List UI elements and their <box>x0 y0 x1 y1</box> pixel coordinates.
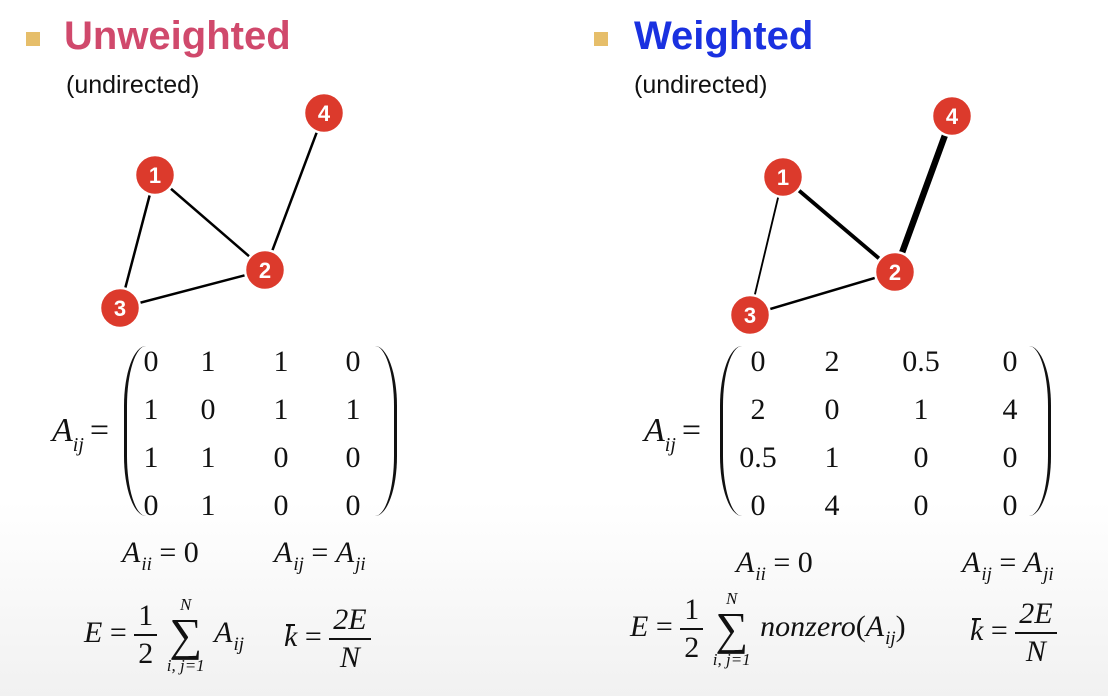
node-label: 3 <box>114 296 126 321</box>
matrix-left-bracket <box>124 346 149 516</box>
matrix-cell: 0 <box>913 489 929 522</box>
matrix-right-bracket <box>1026 346 1051 516</box>
matrix-cell: 1 <box>143 441 159 474</box>
matrix-cell: 1 <box>200 345 216 378</box>
node-3: 3 <box>728 293 772 337</box>
node-circle <box>761 155 805 199</box>
node-label: 2 <box>259 258 271 283</box>
node-circle <box>728 293 772 337</box>
matrix-cell: 0 <box>273 489 289 522</box>
matrix-cell: 1 <box>913 393 929 426</box>
node-circle <box>302 91 346 135</box>
matrix-cell: 0 <box>750 345 766 378</box>
matrix-cell: 1 <box>824 441 840 474</box>
node-label: 4 <box>946 104 959 129</box>
node-4: 4 <box>930 94 974 138</box>
adjacency-matrix: 0 1 1 0 1 0 1 1 1 1 0 0 0 1 0 0 <box>132 338 390 530</box>
edge-1-3 <box>118 174 157 309</box>
node-4: 4 <box>302 91 346 135</box>
matrix-cell: 2 <box>824 345 840 378</box>
edge-2-4 <box>263 112 326 271</box>
matrix-cell: 1 <box>200 441 216 474</box>
matrix-cell: 1 <box>200 489 216 522</box>
weighted-graph: 1 2 3 4 <box>728 94 974 337</box>
node-label: 3 <box>744 303 756 328</box>
bullet-icon <box>594 32 608 46</box>
weighted-heading: Weighted <box>634 14 814 58</box>
matrix-right-bracket <box>372 346 397 516</box>
node-circle <box>133 153 177 197</box>
matrix-cell: 0 <box>913 441 929 474</box>
edge-1-3 <box>749 176 784 316</box>
matrix-cell: 0 <box>750 489 766 522</box>
adjacency-label: Aij= <box>644 412 702 456</box>
matrix-cell: 1 <box>273 345 289 378</box>
matrix-left-bracket <box>720 346 745 516</box>
unweighted-graph: 1 2 3 4 <box>98 91 346 330</box>
matrix-cell: 0.5 <box>739 441 777 474</box>
sum-operator: N ∑ i, j=1 <box>166 595 205 675</box>
matrix-cell: 4 <box>1002 393 1018 426</box>
node-label: 4 <box>318 101 331 126</box>
matrix-cell: 0 <box>345 345 361 378</box>
node-label: 1 <box>149 163 161 188</box>
matrix-cell: 0 <box>345 489 361 522</box>
matrix-cell: 0 <box>143 345 159 378</box>
matrix-cell: 4 <box>824 489 840 522</box>
matrix-cell: 0 <box>200 393 216 426</box>
node-3: 3 <box>98 286 142 330</box>
node-circle <box>930 94 974 138</box>
bullet-icon <box>26 32 40 46</box>
matrix-cell: 0 <box>824 393 840 426</box>
unweighted-subtitle: (undirected) <box>66 71 200 99</box>
matrix-cell: 0 <box>1002 441 1018 474</box>
matrix-cell: 1 <box>345 393 361 426</box>
adjacency-matrix: 0 2 0.5 0 2 0 1 4 0.5 1 0 0 0 4 0 0 <box>728 338 1054 530</box>
matrix-cell: 1 <box>143 393 159 426</box>
diagonal-zero-equation: Aii = 0 <box>736 546 813 585</box>
node-circle <box>243 248 287 292</box>
matrix-cell: 0 <box>345 441 361 474</box>
edge-2-3 <box>749 270 896 317</box>
unweighted-heading: Unweighted <box>64 14 291 58</box>
diagonal-zero-equation: Aii = 0 <box>122 536 199 575</box>
symmetry-equation: Aij = Aji <box>274 536 366 575</box>
matrix-cell: 0 <box>143 489 159 522</box>
node-label: 1 <box>777 165 789 190</box>
edge-2-3 <box>119 268 266 310</box>
node-circle <box>873 250 917 294</box>
weighted-subtitle: (undirected) <box>634 71 768 99</box>
edge-1-2 <box>781 175 897 274</box>
matrix-cell: 0 <box>1002 345 1018 378</box>
node-2: 2 <box>873 250 917 294</box>
node-2: 2 <box>243 248 287 292</box>
matrix-cell: 0.5 <box>902 345 940 378</box>
symmetry-equation: Aij = Aji <box>962 546 1054 585</box>
edge-2-4 <box>891 114 956 274</box>
matrix-cell: 0 <box>273 441 289 474</box>
matrix-cell: 2 <box>750 393 766 426</box>
node-circle <box>98 286 142 330</box>
adjacency-label: Aij= <box>52 412 110 456</box>
matrix-cell: 0 <box>1002 489 1018 522</box>
matrix-cell: 1 <box>273 393 289 426</box>
node-1: 1 <box>761 155 805 199</box>
sum-operator: N ∑ i, j=1 <box>712 589 751 669</box>
node-label: 2 <box>889 260 901 285</box>
edge-1-2 <box>154 174 266 271</box>
node-1: 1 <box>133 153 177 197</box>
